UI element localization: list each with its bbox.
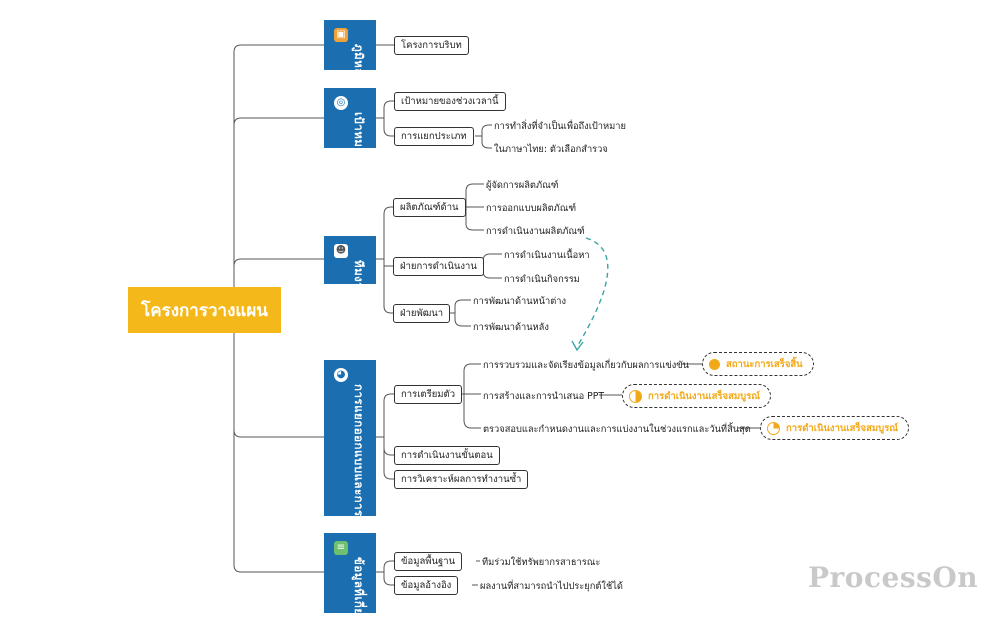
topic-operations[interactable]: ฝ่ายการดำเนินงาน [393,257,484,276]
connector-root-design [233,330,324,438]
category-design-label: การแยกออกแบบและการแบ่งงาน [352,384,366,516]
connector-data-ref [383,572,394,586]
check-circle-icon [709,358,720,370]
category-team-label: ทีมงาน [352,260,366,284]
connector-design-prep [376,393,394,438]
root-topic[interactable]: โครงการวางแผน [128,287,281,333]
topic-preparation[interactable]: การเตรียมตัว [394,385,463,404]
category-goal[interactable]: ◎ เป้าหมาย [324,88,376,148]
topic-activity-ops[interactable]: การดำเนินกิจกรรม [504,274,580,285]
category-data-label: ข้อมูลที่เกี่ยวข้อง [352,557,366,613]
connector-goal-classification [383,118,394,137]
connector-class-thai [481,136,492,149]
topic-content-ops[interactable]: การดำเนินงานเนื้อหา [504,250,590,261]
connector-design-exec [383,437,394,456]
category-design[interactable]: ◕ การแยกออกแบบและการแบ่งงาน [324,360,376,516]
topic-execution[interactable]: การดำเนินงานขั้นตอน [394,446,500,465]
status-badge-ppt-label: การดำเนินงานเสร็จสมบูรณ์ [648,390,761,402]
topic-reference[interactable]: ข้อมูลอ้างอิง [394,576,459,595]
category-data[interactable]: ≡ ข้อมูลที่เกี่ยวข้อง [324,533,376,613]
half-progress-icon [629,389,642,403]
topic-product-ops[interactable]: การดำเนินงานผลิตภัณฑ์ [486,226,585,237]
quarter-progress-icon [767,421,780,435]
connector-root-data [233,330,324,573]
connector-goal-period [376,100,394,119]
connector-root-team [233,258,324,300]
status-badge-review[interactable]: การดำเนินงานเสร็จสมบูรณ์ [760,416,910,440]
topic-frontend[interactable]: การพัฒนาด้านหน้าต่าง [473,296,567,307]
topic-period-goal[interactable]: เป้าหมายของช่วงเวลานี้ [394,92,506,111]
pie-chart-icon: ◕ [334,368,348,382]
topic-thai-option[interactable]: ในภาษาไทย: ตัวเลือกสำรวจ [494,144,608,155]
topic-things-to-do[interactable]: การทำสิ่งที่จำเป็นเพื่อถึงเป้าหมาย [494,121,626,132]
topic-reference-note[interactable]: ผลงานที่สามารถนำไปประยุกต์ใช้ได้ [480,581,623,592]
target-icon: ◎ [334,96,348,110]
root-label: โครงการวางแผน [141,300,268,321]
category-background[interactable]: ▣ ภูมิหลัง [324,20,376,70]
status-badge-collect[interactable]: สถานะการเสร็จสิ้น [702,352,814,376]
connector-team-operations [383,259,393,267]
topic-classification[interactable]: การแยกประเภท [394,127,474,146]
connector-dev-backend [454,313,471,327]
document-icon: ≡ [334,541,348,555]
relation-arrowhead [571,340,584,352]
relation-arrow [577,237,609,346]
connector-design-analysis [383,437,394,480]
category-team[interactable]: ☻ ทีมงาน [324,236,376,284]
connector-product-manager [459,183,484,208]
topic-base-info[interactable]: ข้อมูลพื้นฐาน [394,552,463,571]
connector-prep-review [463,394,481,429]
connector-root-background [233,44,324,310]
topic-analysis[interactable]: การวิเคราะห์ผลการทำงานซ้ำ [394,470,529,489]
watermark: ProcessOn [808,561,979,594]
connector-product-ops [465,207,484,231]
topic-product-manager[interactable]: ผู้จัดการผลิตภัณฑ์ [486,180,559,191]
connector-ops-activity [482,266,502,279]
topic-development[interactable]: ฝ่ายพัฒนา [393,304,451,323]
connector-root-goal [233,117,324,300]
connector-dev-frontend [448,299,471,314]
topic-project-background[interactable]: โครงการบริบท [394,36,469,55]
topic-review-tasks[interactable]: ตรวจสอบและกำหนดงานและการแบ่งงานในช่วงแรก… [483,424,751,435]
people-icon: ☻ [334,244,348,258]
topic-collect-info[interactable]: การรวบรวมและจัดเรียงข้อมูลเกี่ยวกับผลการ… [483,360,689,371]
connector-prep-collect [457,363,481,395]
category-goal-label: เป้าหมาย [352,112,366,148]
connector-data-base [376,560,394,573]
status-badge-collect-label: สถานะการเสร็จสิ้น [726,358,803,370]
box-icon: ▣ [334,28,348,42]
topic-backend[interactable]: การพัฒนาด้านหลัง [473,322,549,333]
status-badge-ppt[interactable]: การดำเนินงานเสร็จสมบูรณ์ [622,384,772,408]
category-background-label: ภูมิหลัง [352,44,366,70]
topic-create-ppt[interactable]: การสร้างและการนำเสนอ PPT [483,391,605,402]
connector-team-development [383,259,393,314]
topic-product-design[interactable]: การออกแบบผลิตภัณฑ์ [486,203,577,214]
status-badge-review-label: การดำเนินงานเสร็จสมบูรณ์ [786,422,899,434]
connector-team-product [376,206,393,260]
topic-product[interactable]: ผลิตภัณฑ์ด้าน [393,198,466,217]
topic-base-info-note[interactable]: ทีมร่วมใช้ทรัพยากรสาธารณะ [482,557,601,568]
connector-class-todo [475,124,492,137]
